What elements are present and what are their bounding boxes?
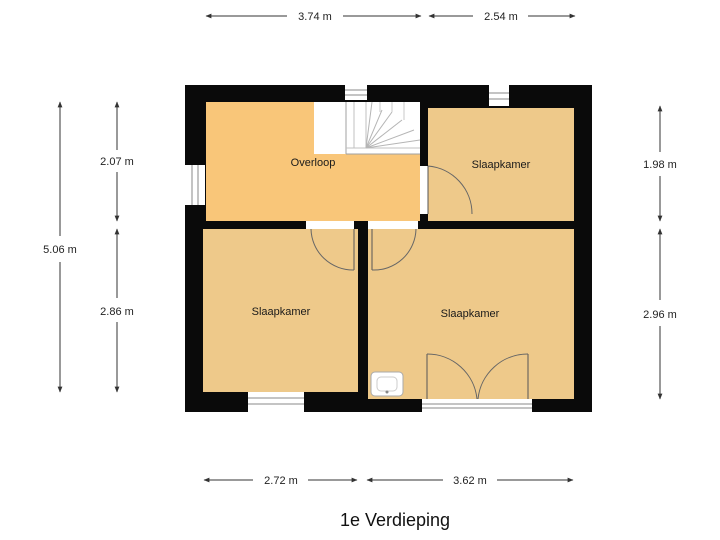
door-top-right-bedroom <box>420 165 473 215</box>
dim-label-left-lower: 2.86 m <box>100 306 134 318</box>
dim-label-bottom-right: 3.62 m <box>453 475 487 487</box>
dim-left-total: 5.06 m <box>43 101 77 393</box>
dim-left-upper: 2.07 m <box>100 101 134 222</box>
window-bottom-right <box>422 399 532 412</box>
dim-label-left-total: 5.06 m <box>43 244 77 256</box>
room-label-bedroom-top-right: Slaapkamer <box>472 159 531 171</box>
dim-label-bottom-left: 2.72 m <box>264 475 298 487</box>
window-left-landing <box>185 165 205 205</box>
dim-top-left: 3.74 m <box>205 11 422 23</box>
door-bottom-left-bedroom <box>306 221 355 271</box>
window-bottom-left <box>248 392 304 412</box>
room-bedroom-bottom-left <box>203 229 358 392</box>
room-bedroom-top-right <box>428 108 574 221</box>
floor-title: 1e Verdieping <box>340 510 450 530</box>
dim-right-upper: 1.98 m <box>643 105 677 222</box>
sink-fixture <box>370 371 404 397</box>
double-door-bottom-right <box>426 353 529 400</box>
dim-label-top-right: 2.54 m <box>484 11 518 23</box>
room-bedroom-bottom-right <box>368 229 574 399</box>
dim-label-right-lower: 2.96 m <box>643 309 677 321</box>
dim-bottom-right: 3.62 m <box>366 475 574 487</box>
dim-left-lower: 2.86 m <box>100 228 134 393</box>
door-bottom-right-bedroom <box>368 221 418 271</box>
dim-right-lower: 2.96 m <box>643 228 677 400</box>
dim-label-right-upper: 1.98 m <box>643 159 677 171</box>
window-top-stair <box>345 85 367 100</box>
window-top-right <box>489 85 509 106</box>
staircase <box>314 101 421 155</box>
dim-top-right: 2.54 m <box>428 11 576 23</box>
dim-bottom-left: 2.72 m <box>203 475 358 487</box>
room-label-bedroom-bottom-left: Slaapkamer <box>252 306 311 318</box>
dim-label-top-left: 3.74 m <box>298 11 332 23</box>
room-label-landing: Overloop <box>291 157 336 169</box>
room-label-bedroom-bottom-right: Slaapkamer <box>441 308 500 320</box>
dim-label-left-upper: 2.07 m <box>100 156 134 168</box>
